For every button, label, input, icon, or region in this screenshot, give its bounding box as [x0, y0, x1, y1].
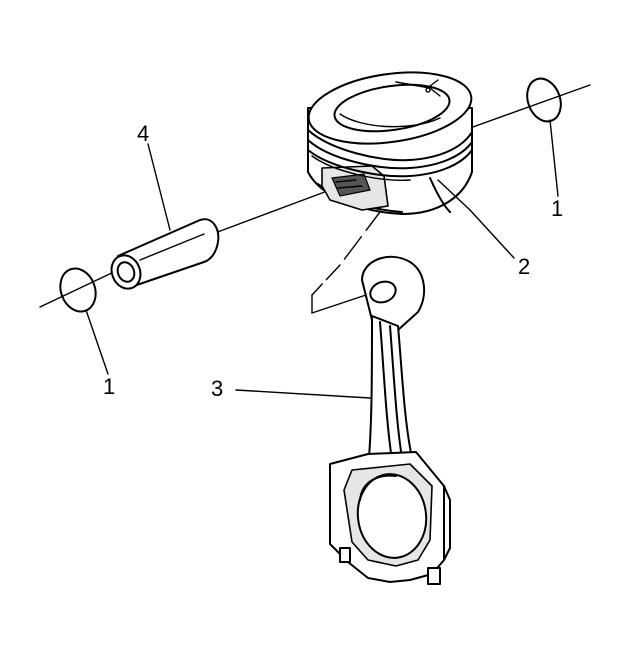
- callout-piston: 2: [518, 254, 531, 279]
- piston: [307, 71, 473, 215]
- callout-piston-pin: 4: [137, 121, 150, 146]
- callout-pin-retainer-left: 1: [103, 374, 116, 399]
- phantom-assembly-line: [311, 207, 384, 314]
- leader-lines: [85, 119, 559, 399]
- pin-retainer-right: [526, 77, 562, 123]
- piston-pin: [110, 218, 220, 290]
- connecting-rod: [329, 255, 451, 585]
- callout-pin-retainer-right: 1: [551, 196, 564, 221]
- callout-connecting-rod: 3: [211, 376, 224, 401]
- pin-retainer-left: [59, 267, 97, 313]
